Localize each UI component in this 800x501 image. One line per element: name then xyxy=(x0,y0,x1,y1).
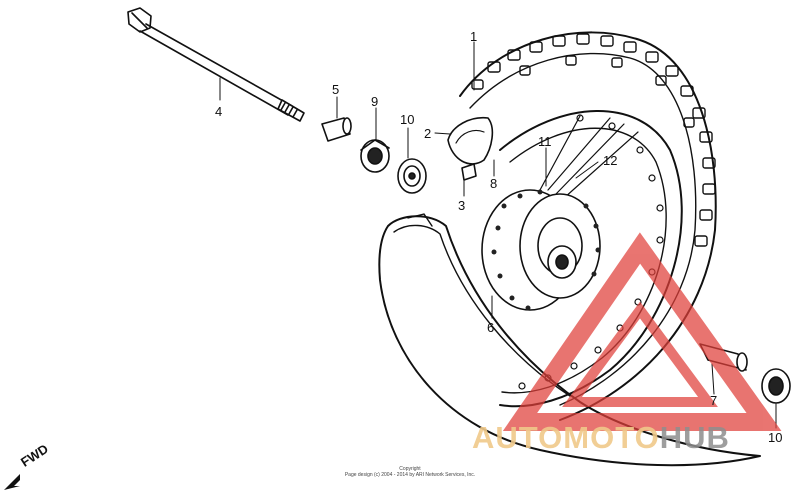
watermark-text: AUTOMOTOHUB xyxy=(472,420,730,456)
copyright-line-2: Page design (c) 2004 - 2014 by ARI Netwo… xyxy=(344,472,476,478)
callout-9: 9 xyxy=(371,94,379,109)
bearing-left xyxy=(360,139,390,173)
copyright-line-1: Copyright xyxy=(399,466,421,472)
tire-tread xyxy=(471,33,716,247)
rim-band xyxy=(447,116,494,181)
hub-spoke-holes xyxy=(491,189,601,311)
axle-bolt xyxy=(127,7,305,122)
watermark-triangle-logo xyxy=(502,232,782,431)
copyright-notice: Copyright Page design (c) 2004 - 2014 by… xyxy=(300,466,520,478)
spokes xyxy=(539,115,639,199)
callout-4: 4 xyxy=(215,104,223,119)
watermark-text-primary: AUTOMOTO xyxy=(472,420,660,455)
callout-10-right: 10 xyxy=(768,430,783,445)
tire xyxy=(459,31,717,421)
callout-6: 6 xyxy=(487,320,495,335)
callout-2: 2 xyxy=(424,126,432,141)
spacer xyxy=(321,117,352,142)
inner-tube xyxy=(378,213,761,467)
callout-10-left: 10 xyxy=(400,112,415,127)
callout-8: 8 xyxy=(490,176,498,191)
callout-3: 3 xyxy=(458,198,466,213)
callout-11: 11 xyxy=(538,134,552,149)
rim xyxy=(499,110,683,408)
hub xyxy=(481,189,601,311)
watermark-text-secondary: HUB xyxy=(659,420,730,455)
callout-12: 12 xyxy=(603,153,618,168)
fwd-arrow-icon xyxy=(4,474,20,490)
bearing-right xyxy=(397,158,427,194)
callout-5: 5 xyxy=(332,82,340,97)
callout-1: 1 xyxy=(470,29,478,44)
bearing-axle-end xyxy=(761,368,791,404)
callout-7: 7 xyxy=(710,393,718,408)
